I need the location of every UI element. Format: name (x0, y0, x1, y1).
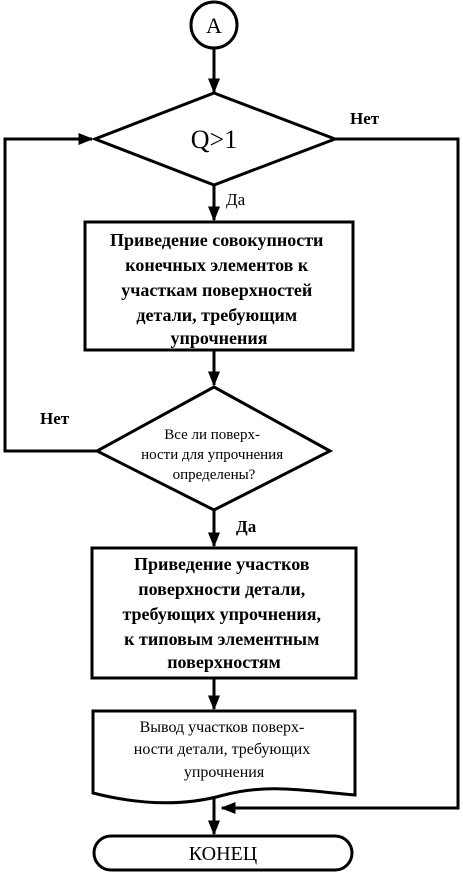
document-text: Вывод участков поверх- ности детали, тре… (134, 719, 315, 781)
decision1-no-label: Нет (350, 109, 380, 128)
process2-line: поверхностям (167, 652, 281, 672)
document-output-surfaces: Вывод участков поверх- ности детали, тре… (91, 709, 357, 805)
process2-line: поверхности детали, (138, 579, 305, 599)
connector-label: A (206, 13, 222, 38)
document-line: Вывод участков поверх- (140, 719, 305, 736)
terminator-end: КОНЕЦ (92, 834, 354, 872)
decision1-text: Q>1 (191, 125, 237, 154)
process1-line: участкам поверхностей (121, 280, 312, 300)
process2-line: требующих упрочнения, (122, 604, 321, 624)
document-line: ности детали, требующих (134, 741, 311, 758)
process1-text: Приведение совокупности конечных элемент… (110, 230, 328, 348)
process-typical-surfaces: Приведение участков поверхности детали, … (90, 546, 358, 680)
connector-node: A (189, 0, 239, 50)
arrow-decision2-no (3, 133, 97, 453)
decision2-no-label: Нет (40, 409, 70, 428)
decision-q-greater-1: Q>1 (90, 91, 340, 187)
decision2-line: Все ли поверх- (164, 427, 260, 443)
process1-line: конечных элементов к (125, 255, 309, 275)
decision2-yes-label: Да (236, 517, 257, 536)
process2-line: Приведение участков (134, 554, 310, 574)
decision1-yes-label: Да (226, 190, 246, 209)
process2-line: к типовым элементным (124, 629, 319, 649)
process1-line: упрочнения (171, 328, 268, 348)
document-line: упрочнения (184, 764, 265, 781)
process1-line: детали, требующим (136, 305, 297, 325)
process1-line: Приведение совокупности (110, 230, 323, 250)
terminator-label: КОНЕЦ (189, 843, 257, 865)
process-fem-to-surfaces: Приведение совокупности конечных элемент… (83, 220, 355, 352)
decision2-line: определены? (173, 467, 256, 483)
decision2-text: Все ли поверх- ности для упрочнения опре… (141, 427, 287, 483)
decision-all-surfaces-defined: Все ли поверх- ности для упрочнения опре… (93, 385, 334, 512)
decision2-line: ности для упрочнения (141, 447, 283, 463)
arrow-decision1-no (220, 137, 460, 814)
process2-text: Приведение участков поверхности детали, … (122, 554, 325, 672)
